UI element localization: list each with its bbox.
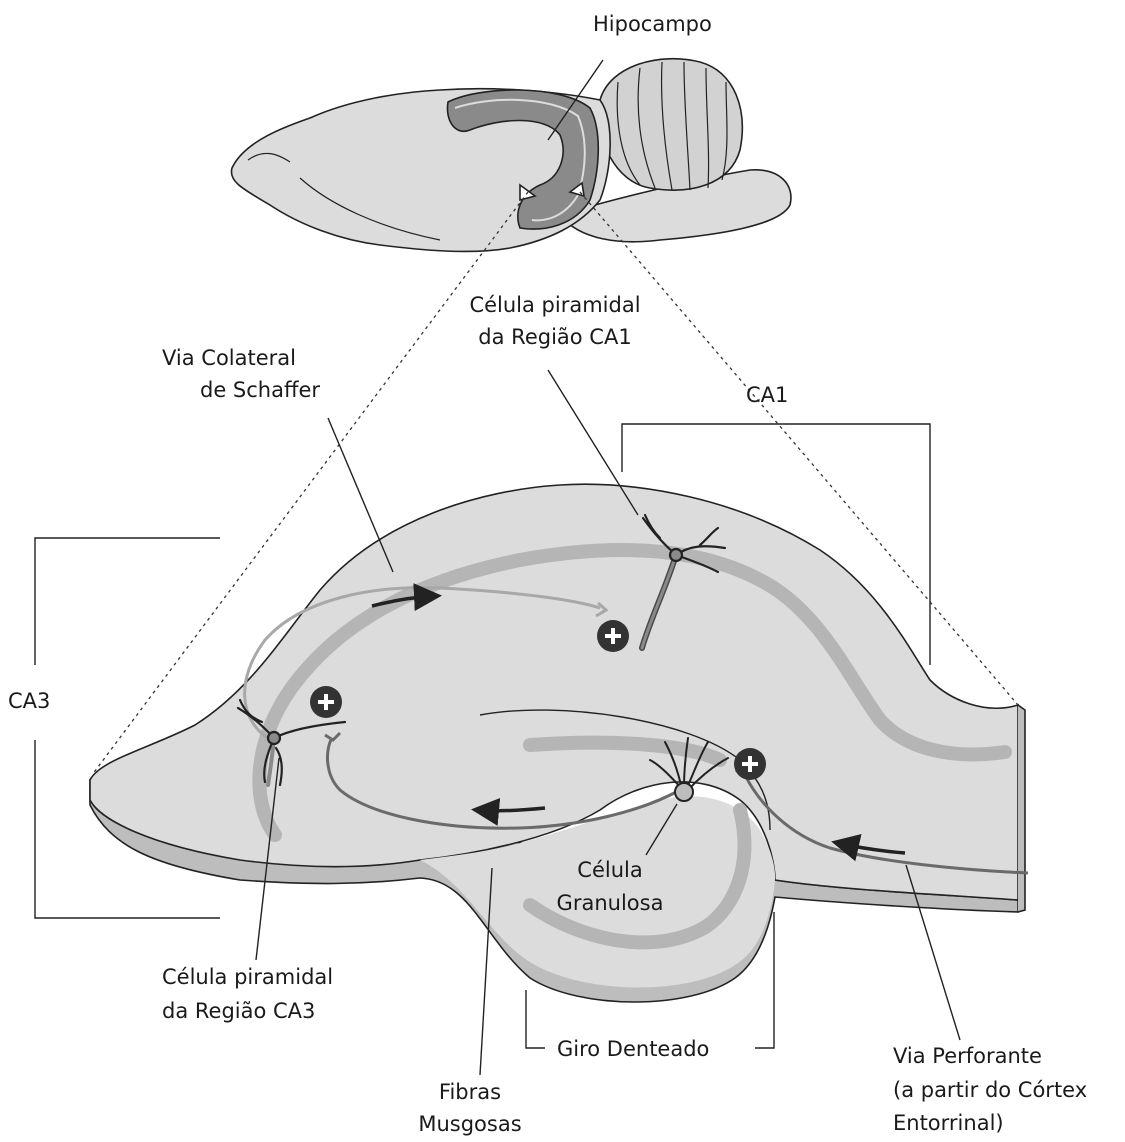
brain-illustration <box>231 59 791 252</box>
label-perforante-3: Entorrinal) <box>893 1108 1004 1139</box>
label-ca3-cell-1: Célula piramidal <box>162 962 333 993</box>
label-granulosa-2: Granulosa <box>545 888 675 919</box>
label-ca1-cell-2: da Região CA1 <box>450 322 660 353</box>
label-musgosas-1: Fibras <box>395 1077 545 1108</box>
label-granulosa-1: Célula <box>545 855 675 886</box>
label-ca1: CA1 <box>746 380 788 411</box>
label-giro: Giro Denteado <box>557 1034 709 1065</box>
ca3-bracket-top <box>35 538 220 665</box>
cerebellum <box>599 59 742 190</box>
plus-circle-icon-ca3 <box>310 686 342 718</box>
label-ca1-cell-1: Célula piramidal <box>450 290 660 321</box>
label-schaffer-1: Via Colateral <box>162 343 296 374</box>
label-musgosas-2: Musgosas <box>395 1109 545 1140</box>
plus-circle-icon-ca1 <box>597 620 629 652</box>
label-ca3-cell-2: da Região CA3 <box>162 996 315 1027</box>
label-schaffer-2: de Schaffer <box>200 375 320 406</box>
label-perforante-1: Via Perforante <box>893 1041 1042 1072</box>
label-hipocampo: Hipocampo <box>593 9 712 40</box>
label-ca3: CA3 <box>8 686 50 717</box>
label-perforante-2: (a partir do Córtex <box>893 1075 1087 1106</box>
plus-circle-icon-dentate <box>734 748 766 780</box>
